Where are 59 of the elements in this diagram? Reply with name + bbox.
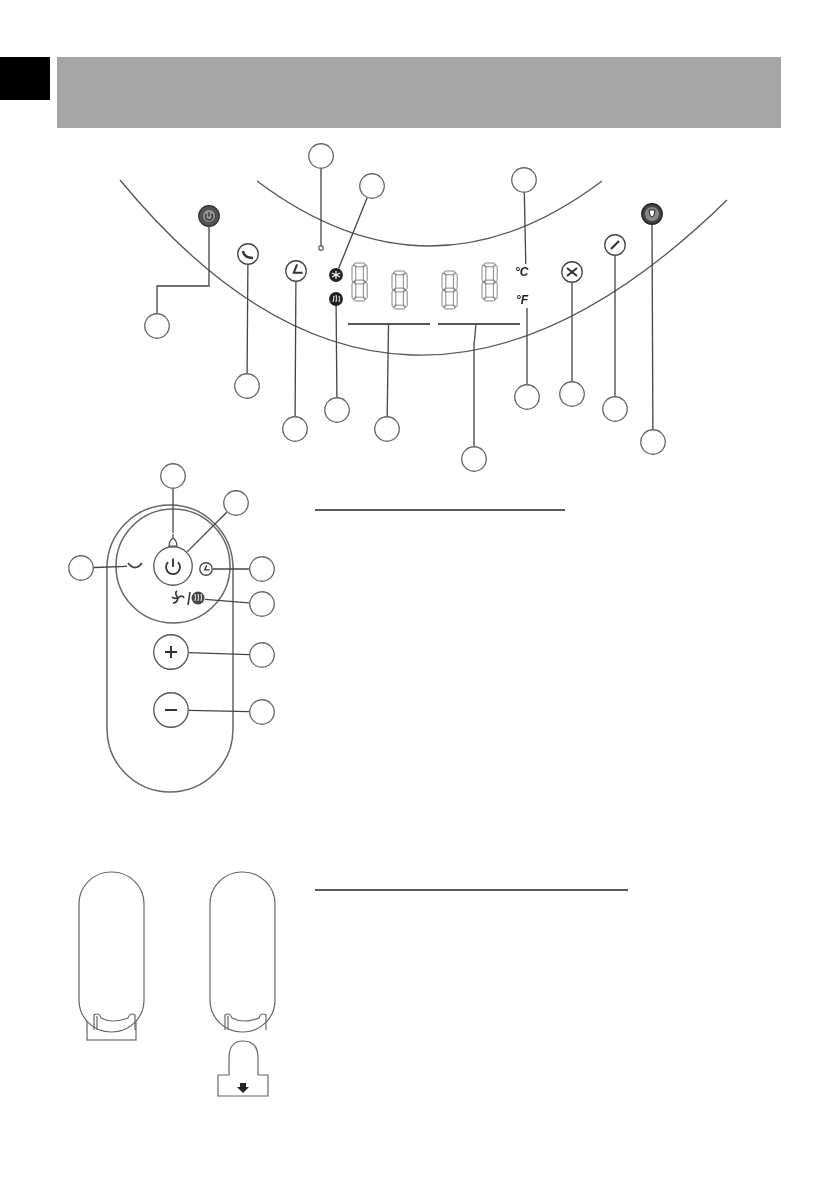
temperature-unit: °C [515,264,529,280]
leader-line [571,282,573,382]
fan-icon [329,268,343,282]
heat-icon [329,292,343,306]
clock-icon [199,562,213,576]
leader-line [614,255,616,397]
fan-heat-icon [171,589,205,607]
power-icon [198,205,220,227]
leader-line [188,651,250,656]
callout-circle [144,313,170,339]
leader-line [526,307,528,385]
bulb-icon [167,533,179,549]
callout-circle [359,173,385,199]
fan-icon [561,261,583,283]
plus-button [153,634,189,670]
leader-line [386,324,390,417]
leader-line [473,324,477,447]
leader-line [523,192,527,265]
leader-line [172,488,174,534]
leader-line [294,281,297,417]
callout-circle [68,555,94,581]
indicator-light [318,245,324,251]
leader-line [337,197,368,270]
minus-button [153,692,189,728]
callout-circle [324,397,350,423]
callout-circle [308,143,334,169]
leader-line [246,264,249,374]
clock-icon [285,260,307,282]
callout-circle [249,642,275,668]
leader-line [651,224,654,430]
bulb-icon [641,203,663,225]
temperature-unit: °F [516,292,529,308]
callout-circle [223,490,249,516]
callout-circle [249,556,275,582]
callout-circle [640,429,666,455]
curve-icon [127,561,143,571]
digit-display [348,259,430,325]
leader-line [212,568,250,570]
minus-icon [604,234,626,256]
leader-line [320,168,322,246]
leader-line [188,709,250,713]
callout-circle [559,381,585,407]
callout-circle [282,416,308,442]
callout-circle [249,699,275,725]
leader-line [186,511,228,553]
callout-circle [249,591,275,617]
callout-circle [514,384,540,410]
callout-circle [234,373,260,399]
power-button [153,546,193,586]
callout-circle [602,396,628,422]
callout-circle [374,416,400,442]
callout-circle [511,167,537,193]
leader-line [93,565,128,569]
curve-icon [237,243,259,265]
callout-circle [160,463,186,489]
leader-line [335,305,338,398]
leader-line [156,226,210,314]
leader-line [204,598,250,604]
callout-circle [461,446,487,472]
